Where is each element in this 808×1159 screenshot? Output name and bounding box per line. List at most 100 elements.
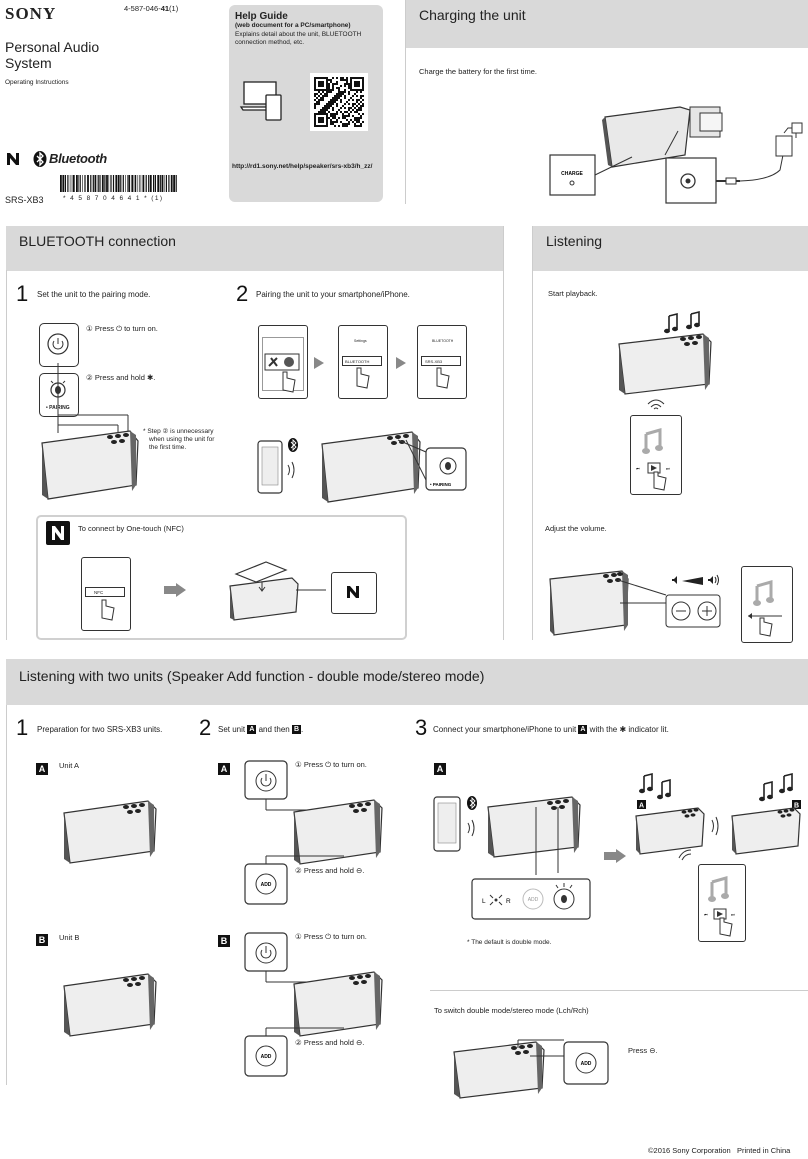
nfc-n-mark-icon (347, 586, 359, 598)
switch-mode-illustration: ADD (453, 1039, 609, 1099)
listening-title: Listening (546, 233, 603, 249)
nfc-title: To connect by One-touch (NFC) (78, 524, 184, 533)
bt-step2-number: 2 (236, 281, 249, 306)
press-hold-instruction: ② Press and hold ✱. (86, 373, 156, 382)
help-guide-title: Help Guide (235, 11, 288, 22)
step2-unit-a-badge: A (218, 763, 230, 775)
arrow-right-icon (176, 583, 186, 597)
arrow-right-icon (616, 849, 626, 863)
unit-a-setup-illustration: ADD (244, 760, 383, 905)
hand-tap-icon (101, 599, 115, 621)
help-guide-subtitle: (web document for a PC/smartphone) (235, 22, 351, 29)
nfc-touch-illustration (229, 561, 326, 621)
step3-phone-speaker-illustration: L R ADD (433, 796, 591, 920)
press-add-instruction: Press ⊖. (628, 1046, 658, 1055)
unit-a-label: Unit A (59, 761, 80, 770)
svg-text:CHARGE: CHARGE (561, 171, 583, 177)
svg-text:ADD: ADD (528, 897, 539, 903)
power-icon[interactable] (46, 332, 70, 356)
two-units-title: Listening with two units (Speaker Add fu… (19, 668, 485, 684)
screen-settings-label: Settings (354, 339, 367, 343)
nfc-toggle-row[interactable]: NFC (85, 587, 125, 597)
help-guide-desc2: connection method, etc. (235, 39, 305, 46)
step2a-press-add: ② Press and hold ⊖. (295, 866, 365, 875)
double-speaker-illustration: A B (635, 772, 801, 855)
bt-title: BLUETOOTH connection (19, 233, 176, 249)
barcode-digits: * 4 5 8 7 0 4 6 4 1 * (1) (63, 195, 164, 202)
arrow-right-icon (396, 357, 406, 369)
divider (6, 270, 7, 640)
help-guide-desc1: Explains detail about the unit, BLUETOOT… (235, 31, 362, 38)
start-playback: Start playback. (548, 289, 598, 298)
unit-b-setup-illustration: ADD (244, 932, 383, 1077)
speaker-volume-illustration (549, 570, 721, 636)
speaker-charging-illustration: CHARGE (549, 106, 803, 204)
step3-text: Connect your smartphone/iPhone to unit A… (433, 725, 669, 735)
nfc-n-mark-icon (46, 521, 70, 545)
screen-bt-label: BLUETOOTH (432, 339, 454, 343)
svg-text:ADD: ADD (261, 1054, 272, 1060)
laptop-icon (239, 81, 282, 121)
unit-b-label: Unit B (59, 933, 80, 942)
charging-instruction: Charge the battery for the first time. (419, 67, 537, 76)
switch-divider (430, 990, 808, 991)
nfc-n-mark-icon (7, 153, 19, 165)
charging-header: Charging the unit (406, 0, 808, 48)
music-note-icon (708, 876, 729, 902)
nfc-panel (36, 515, 407, 640)
press-power-instruction: ① Press ⏻ to turn on. (86, 324, 158, 333)
svg-text:ADD: ADD (581, 1061, 592, 1067)
speaker-unit-b (63, 973, 157, 1037)
doc-type: Operating Instructions (5, 79, 69, 86)
arrow-right-icon (164, 586, 176, 594)
svg-text:R: R (506, 898, 511, 905)
qr-code[interactable] (314, 77, 364, 127)
music-note-icon (753, 580, 774, 606)
bt-header: BLUETOOTH connection (6, 226, 503, 271)
step2-number: 2 (199, 715, 212, 740)
step2b-press-add: ② Press and hold ⊖. (295, 1038, 365, 1047)
model-number: SRS-XB3 (5, 195, 44, 205)
divider (532, 226, 533, 640)
note-line2: when using the unit for (149, 436, 215, 443)
brand-logo: SONY (5, 4, 57, 23)
default-mode-note: * The default is double mode. (467, 939, 552, 946)
step2-unit-b-badge: B (218, 935, 230, 947)
hand-tap-icon (356, 367, 370, 389)
step1-text: Preparation for two SRS-XB3 units. (37, 725, 163, 734)
two-units-header: Listening with two units (Speaker Add fu… (6, 659, 808, 705)
unit-a-badge: A (36, 763, 48, 775)
svg-text:B: B (794, 803, 799, 810)
step3-unit-a-badge: A (434, 763, 446, 775)
speaker-unit-a (63, 800, 157, 864)
speaker-illustration: • PAIRING (321, 431, 467, 503)
volume-slider-icon[interactable] (746, 610, 790, 638)
part-number: 4-587-046-41(1) (124, 4, 179, 13)
note-line3: the first time. (149, 444, 187, 451)
wireless-signal-icon (647, 399, 665, 410)
switch-mode-title: To switch double mode/stereo mode (Lch/R… (434, 1006, 589, 1015)
play-button-icon[interactable]: ⏮ ⏭ (636, 462, 676, 491)
music-note-icon (642, 428, 663, 454)
step3-number: 3 (415, 715, 428, 740)
svg-text:⏭: ⏭ (731, 912, 735, 917)
circled-2: ② (86, 373, 93, 382)
bluetooth-toggle-row[interactable]: BLUETOOTH (342, 356, 382, 366)
step2b-press-power: ① Press ⏻ to turn on. (295, 932, 367, 941)
wireless-signal-icon (678, 849, 692, 861)
settings-tools-icon[interactable] (264, 353, 300, 394)
speaker-illustration (41, 363, 139, 500)
speaker-playing-illustration (618, 310, 712, 395)
play-button-icon[interactable]: ⏮ ⏭ (704, 908, 744, 938)
unit-b-badge: B (36, 934, 48, 946)
svg-text:A: A (639, 803, 644, 810)
note-line1: * Step ② is unnecessary (143, 428, 214, 435)
help-guide-url[interactable]: http://rd1.sony.net/help/speaker/srs-xb3… (232, 163, 373, 170)
phone-bluetooth-illustration (257, 438, 298, 494)
divider (503, 226, 504, 640)
circled-1: ① (86, 324, 93, 333)
product-title-line1: Personal Audio (5, 39, 100, 55)
phone-volume-screen (741, 566, 793, 643)
device-row[interactable]: SRS-XB3 (421, 356, 461, 366)
svg-text:⏮: ⏮ (636, 466, 640, 471)
